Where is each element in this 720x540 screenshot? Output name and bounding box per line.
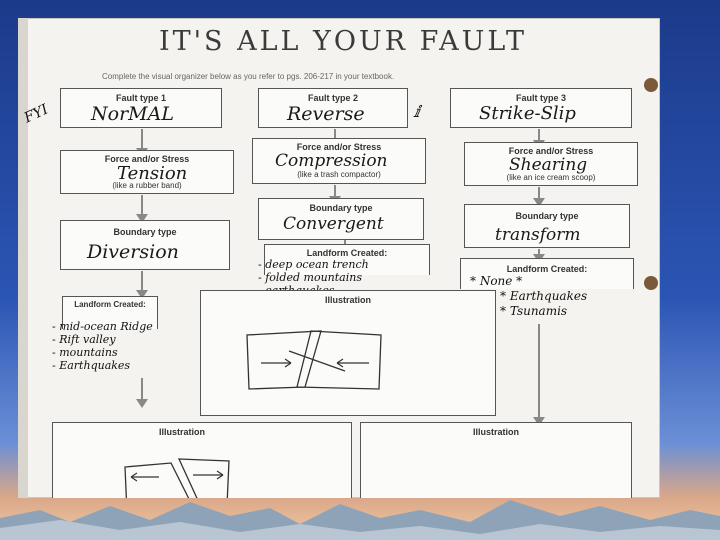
- illustration-3-box: Illustration: [360, 422, 632, 498]
- force-value: Tension: [117, 163, 188, 184]
- fault-type-value: NorMAL: [91, 103, 174, 125]
- landform-list: * None * * Earthquakes * Tsunamis: [470, 274, 587, 319]
- fault-type-label: Fault type 3: [515, 93, 566, 103]
- binder-hole: [644, 78, 658, 92]
- illustration-label: Illustration: [472, 427, 519, 437]
- fault-type-value: Reverse: [287, 103, 365, 125]
- force-value: Compression: [275, 151, 388, 171]
- force-value: Shearing: [509, 155, 588, 175]
- landform-item: * Earthquakes: [500, 289, 588, 303]
- fault-type-3-box: Fault type 3 Strike-Slip: [450, 88, 632, 128]
- fault-type-value: Strike-Slip: [479, 103, 576, 124]
- landform-label: Landform Created:: [74, 300, 146, 309]
- fault-type-2-box: Fault type 2 Reverse: [258, 88, 408, 128]
- fault-type-label: Fault type 2: [307, 93, 358, 103]
- boundary-value: Diversion: [87, 241, 179, 263]
- worksheet-title: IT'S ALL YOUR FAULT: [158, 26, 528, 57]
- worksheet-photo: IT'S ALL YOUR FAULT Complete the visual …: [18, 18, 660, 498]
- force-hint: (like an ice cream scoop): [506, 173, 596, 182]
- flow-arrow: [533, 249, 545, 263]
- landform-list: - mid-ocean Ridge - Rift valley - mounta…: [52, 320, 153, 372]
- landform-item: - Earthquakes: [52, 359, 131, 372]
- illustration-label: Illustration: [324, 295, 371, 305]
- force-stress-1-box: Force and/or Stress Tension (like a rubb…: [60, 150, 234, 194]
- boundary-label: Boundary type: [113, 227, 177, 237]
- boundary-label: Boundary type: [309, 203, 373, 213]
- boundary-value: Convergent: [283, 214, 384, 234]
- boundary-value: transform: [495, 225, 581, 245]
- flow-arrow: [136, 195, 148, 223]
- flow-arrow: [136, 271, 148, 299]
- flow-arrow: [533, 324, 545, 426]
- flow-arrow: [329, 185, 341, 205]
- landform-label: Landform Created:: [306, 248, 388, 258]
- flow-arrow: [136, 378, 148, 408]
- boundary-type-2-box: Boundary type Convergent: [258, 198, 424, 240]
- landform-item: - mountains: [52, 346, 118, 359]
- normal-fault-sketch: [124, 458, 230, 498]
- force-hint: (like a trash compactor): [297, 170, 381, 179]
- boundary-type-1-box: Boundary type Diversion: [60, 220, 230, 270]
- landform-label: Landform Created:: [506, 264, 588, 274]
- fault-type-label: Fault type 1: [115, 93, 166, 103]
- landform-item: - mid-ocean Ridge: [52, 320, 153, 333]
- force-label: Force and/or Stress: [104, 154, 190, 164]
- force-stress-3-box: Force and/or Stress Shearing (like an ic…: [464, 142, 638, 186]
- instructions-text: Complete the visual organizer below as y…: [102, 72, 395, 81]
- landform-item: * Tsunamis: [500, 304, 568, 318]
- landform-item: - deep ocean trench: [258, 258, 369, 271]
- flow-arrow: [533, 129, 545, 149]
- check-mark-icon: ⅈ: [414, 102, 421, 121]
- illustration-label: Illustration: [158, 427, 205, 437]
- landform-item: * None *: [470, 274, 523, 288]
- mountain-silhouette: [0, 500, 720, 540]
- fault-type-1-box: Fault type 1 NorMAL: [60, 88, 222, 128]
- force-label: Force and/or Stress: [508, 146, 594, 156]
- force-hint: (like a rubber band): [112, 181, 182, 190]
- illustration-1-box: Illustration: [52, 422, 352, 498]
- force-label: Force and/or Stress: [296, 142, 382, 152]
- boundary-type-3-box: Boundary type transform: [464, 204, 630, 248]
- flow-arrow: [136, 129, 148, 157]
- landform-3-box: Landform Created:: [460, 258, 634, 289]
- illustration-2-box: Illustration: [200, 290, 496, 416]
- boundary-label: Boundary type: [515, 211, 579, 221]
- landform-item: - folded mountains: [258, 271, 362, 284]
- paper-edge: [18, 18, 28, 498]
- flow-arrow: [533, 187, 545, 207]
- landform-2-box: Landform Created:: [264, 244, 430, 275]
- force-stress-2-box: Force and/or Stress Compression (like a …: [252, 138, 426, 184]
- binder-hole: [644, 276, 658, 290]
- reverse-fault-sketch: [246, 330, 382, 390]
- landform-1-box: Landform Created:: [62, 296, 158, 329]
- landform-item: - Rift valley: [52, 333, 116, 346]
